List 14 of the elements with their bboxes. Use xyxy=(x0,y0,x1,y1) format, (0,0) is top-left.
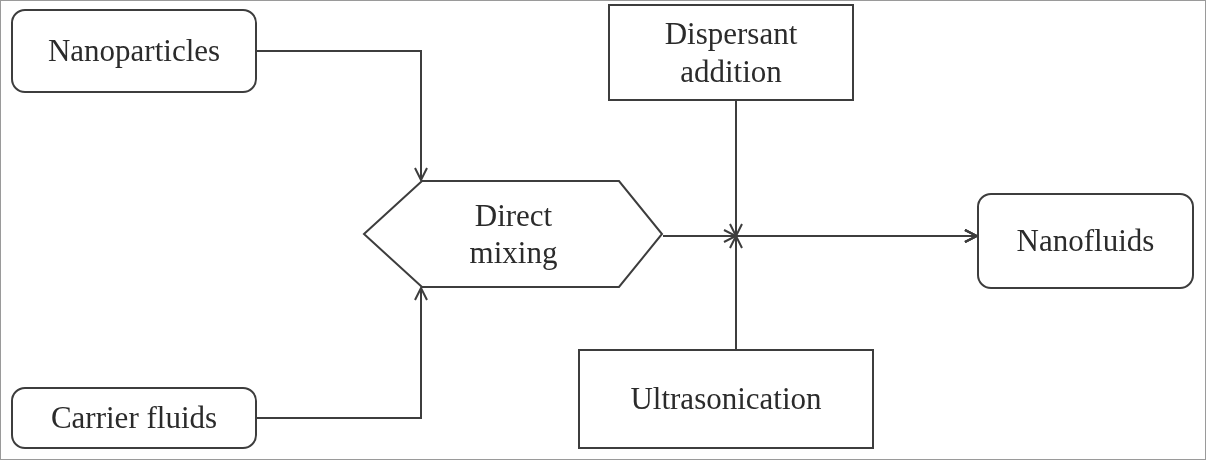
process-box xyxy=(977,193,1194,289)
node-label: Carrier fluids xyxy=(49,399,219,437)
arrow xyxy=(256,50,428,181)
node-label: Nanoparticles xyxy=(46,32,222,70)
arrow xyxy=(729,229,978,350)
node-label: Ultrasonication xyxy=(629,380,823,418)
arrow xyxy=(256,287,428,419)
node-label: Direct mixing xyxy=(468,196,559,272)
process-box xyxy=(578,349,874,449)
process-box xyxy=(11,9,257,93)
node-label: Nanofluids xyxy=(1015,222,1156,260)
process-box xyxy=(11,387,257,449)
process-box xyxy=(608,4,854,101)
node-label: Dispersant addition xyxy=(663,15,799,90)
